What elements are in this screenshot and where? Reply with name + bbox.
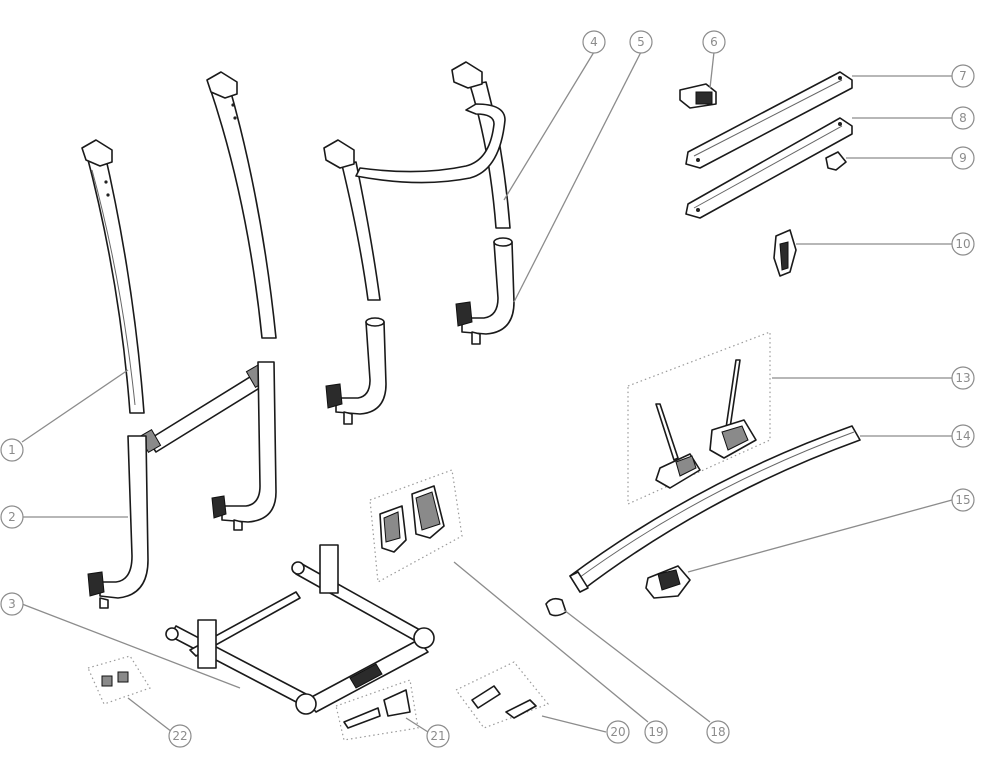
callout-20: 20 (606, 720, 630, 744)
callout-9: 9 (951, 146, 975, 170)
svg-text:19: 19 (648, 725, 663, 739)
part-1-upright-tube (81, 139, 145, 414)
svg-text:8: 8 (959, 111, 967, 125)
part-7-armrest-bar (685, 71, 853, 169)
callout-14: 14 (951, 424, 975, 448)
callout-19: 19 (644, 720, 668, 744)
part-20-handle-set (455, 661, 549, 729)
svg-text:9: 9 (959, 151, 967, 165)
part-8-armrest-bar (685, 117, 853, 219)
callout-6: 6 (702, 30, 726, 54)
svg-text:13: 13 (955, 371, 970, 385)
middle-lower-leg (325, 317, 387, 425)
svg-text:3: 3 (8, 597, 16, 611)
callout-21: 21 (426, 724, 450, 748)
svg-text:21: 21 (430, 729, 445, 743)
callout-10: 10 (951, 232, 975, 256)
callout-13: 13 (951, 366, 975, 390)
svg-text:1: 1 (8, 443, 16, 457)
part-14-rail (569, 425, 861, 593)
callout-18: 18 (706, 720, 730, 744)
svg-text:2: 2 (8, 510, 16, 524)
part-13-lever-set (627, 331, 771, 505)
part-4-backrest-upper (323, 61, 511, 301)
part-5-lower-leg (455, 237, 515, 345)
part-21-bracket-set (335, 679, 419, 741)
svg-text:20: 20 (610, 725, 625, 739)
callout-3: 3 (0, 592, 24, 616)
part-15-clamp (645, 565, 691, 599)
callout-8: 8 (951, 106, 975, 130)
part-18-end-cap (545, 597, 567, 617)
part-10-bracket (773, 229, 797, 277)
leader-lines (21, 51, 953, 733)
callout-2: 2 (0, 505, 24, 529)
part-2-lower-frame (87, 71, 277, 609)
svg-text:7: 7 (959, 69, 967, 83)
callout-7: 7 (951, 64, 975, 88)
part-3-base-frame (165, 544, 435, 715)
svg-text:14: 14 (955, 429, 970, 443)
svg-text:4: 4 (590, 35, 598, 49)
svg-text:6: 6 (710, 35, 718, 49)
svg-text:18: 18 (710, 725, 725, 739)
callout-15: 15 (951, 488, 975, 512)
svg-text:22: 22 (172, 729, 187, 743)
callout-4: 4 (582, 30, 606, 54)
part-6-clip (679, 83, 717, 109)
part-9-cap (825, 151, 847, 171)
callout-1: 1 (0, 438, 24, 462)
svg-text:5: 5 (637, 35, 645, 49)
callout-5: 5 (629, 30, 653, 54)
svg-text:10: 10 (955, 237, 970, 251)
svg-text:15: 15 (955, 493, 970, 507)
part-22-nuts (87, 655, 151, 705)
callout-22: 22 (168, 724, 192, 748)
part-19-pad-set (369, 469, 463, 583)
